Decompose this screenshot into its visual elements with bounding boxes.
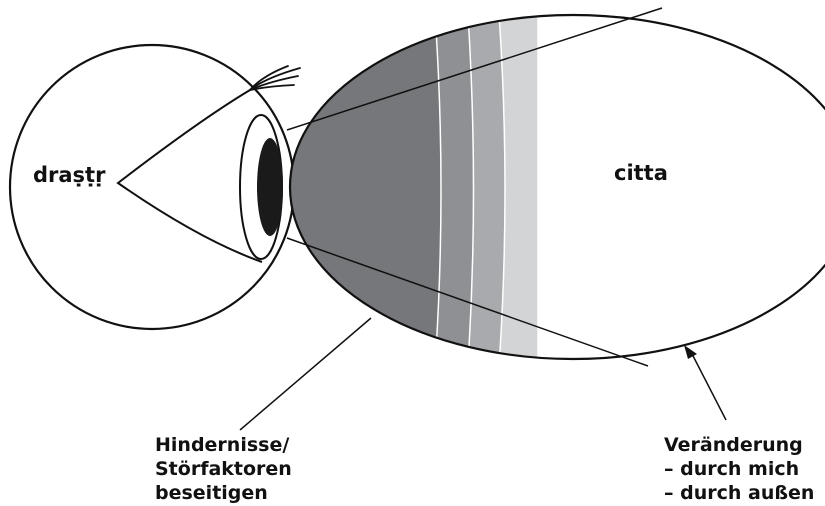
obstacles-label-line-3: beseitigen — [155, 482, 268, 504]
eye-icon — [10, 45, 300, 329]
eyelash-icon — [250, 66, 300, 90]
obstacles-label-line-2: Störfaktoren — [155, 458, 292, 480]
change-pointer-arrowhead — [684, 345, 697, 359]
citta-oval — [280, 0, 825, 420]
citta-label: citta — [614, 161, 668, 185]
change-label-line-3: – durch außen — [664, 482, 814, 504]
obstacles-label-line-1: Hindernisse/ — [155, 434, 289, 456]
change-pointer-line — [690, 350, 726, 420]
obstacles-pointer-line — [240, 318, 371, 430]
change-label-line-1: Veränderung — [664, 434, 803, 456]
band-darkest — [280, 0, 441, 420]
pupil — [257, 138, 283, 236]
seer-label: draṣṭṛ — [33, 163, 106, 187]
change-label-line-2: – durch mich — [664, 458, 799, 480]
